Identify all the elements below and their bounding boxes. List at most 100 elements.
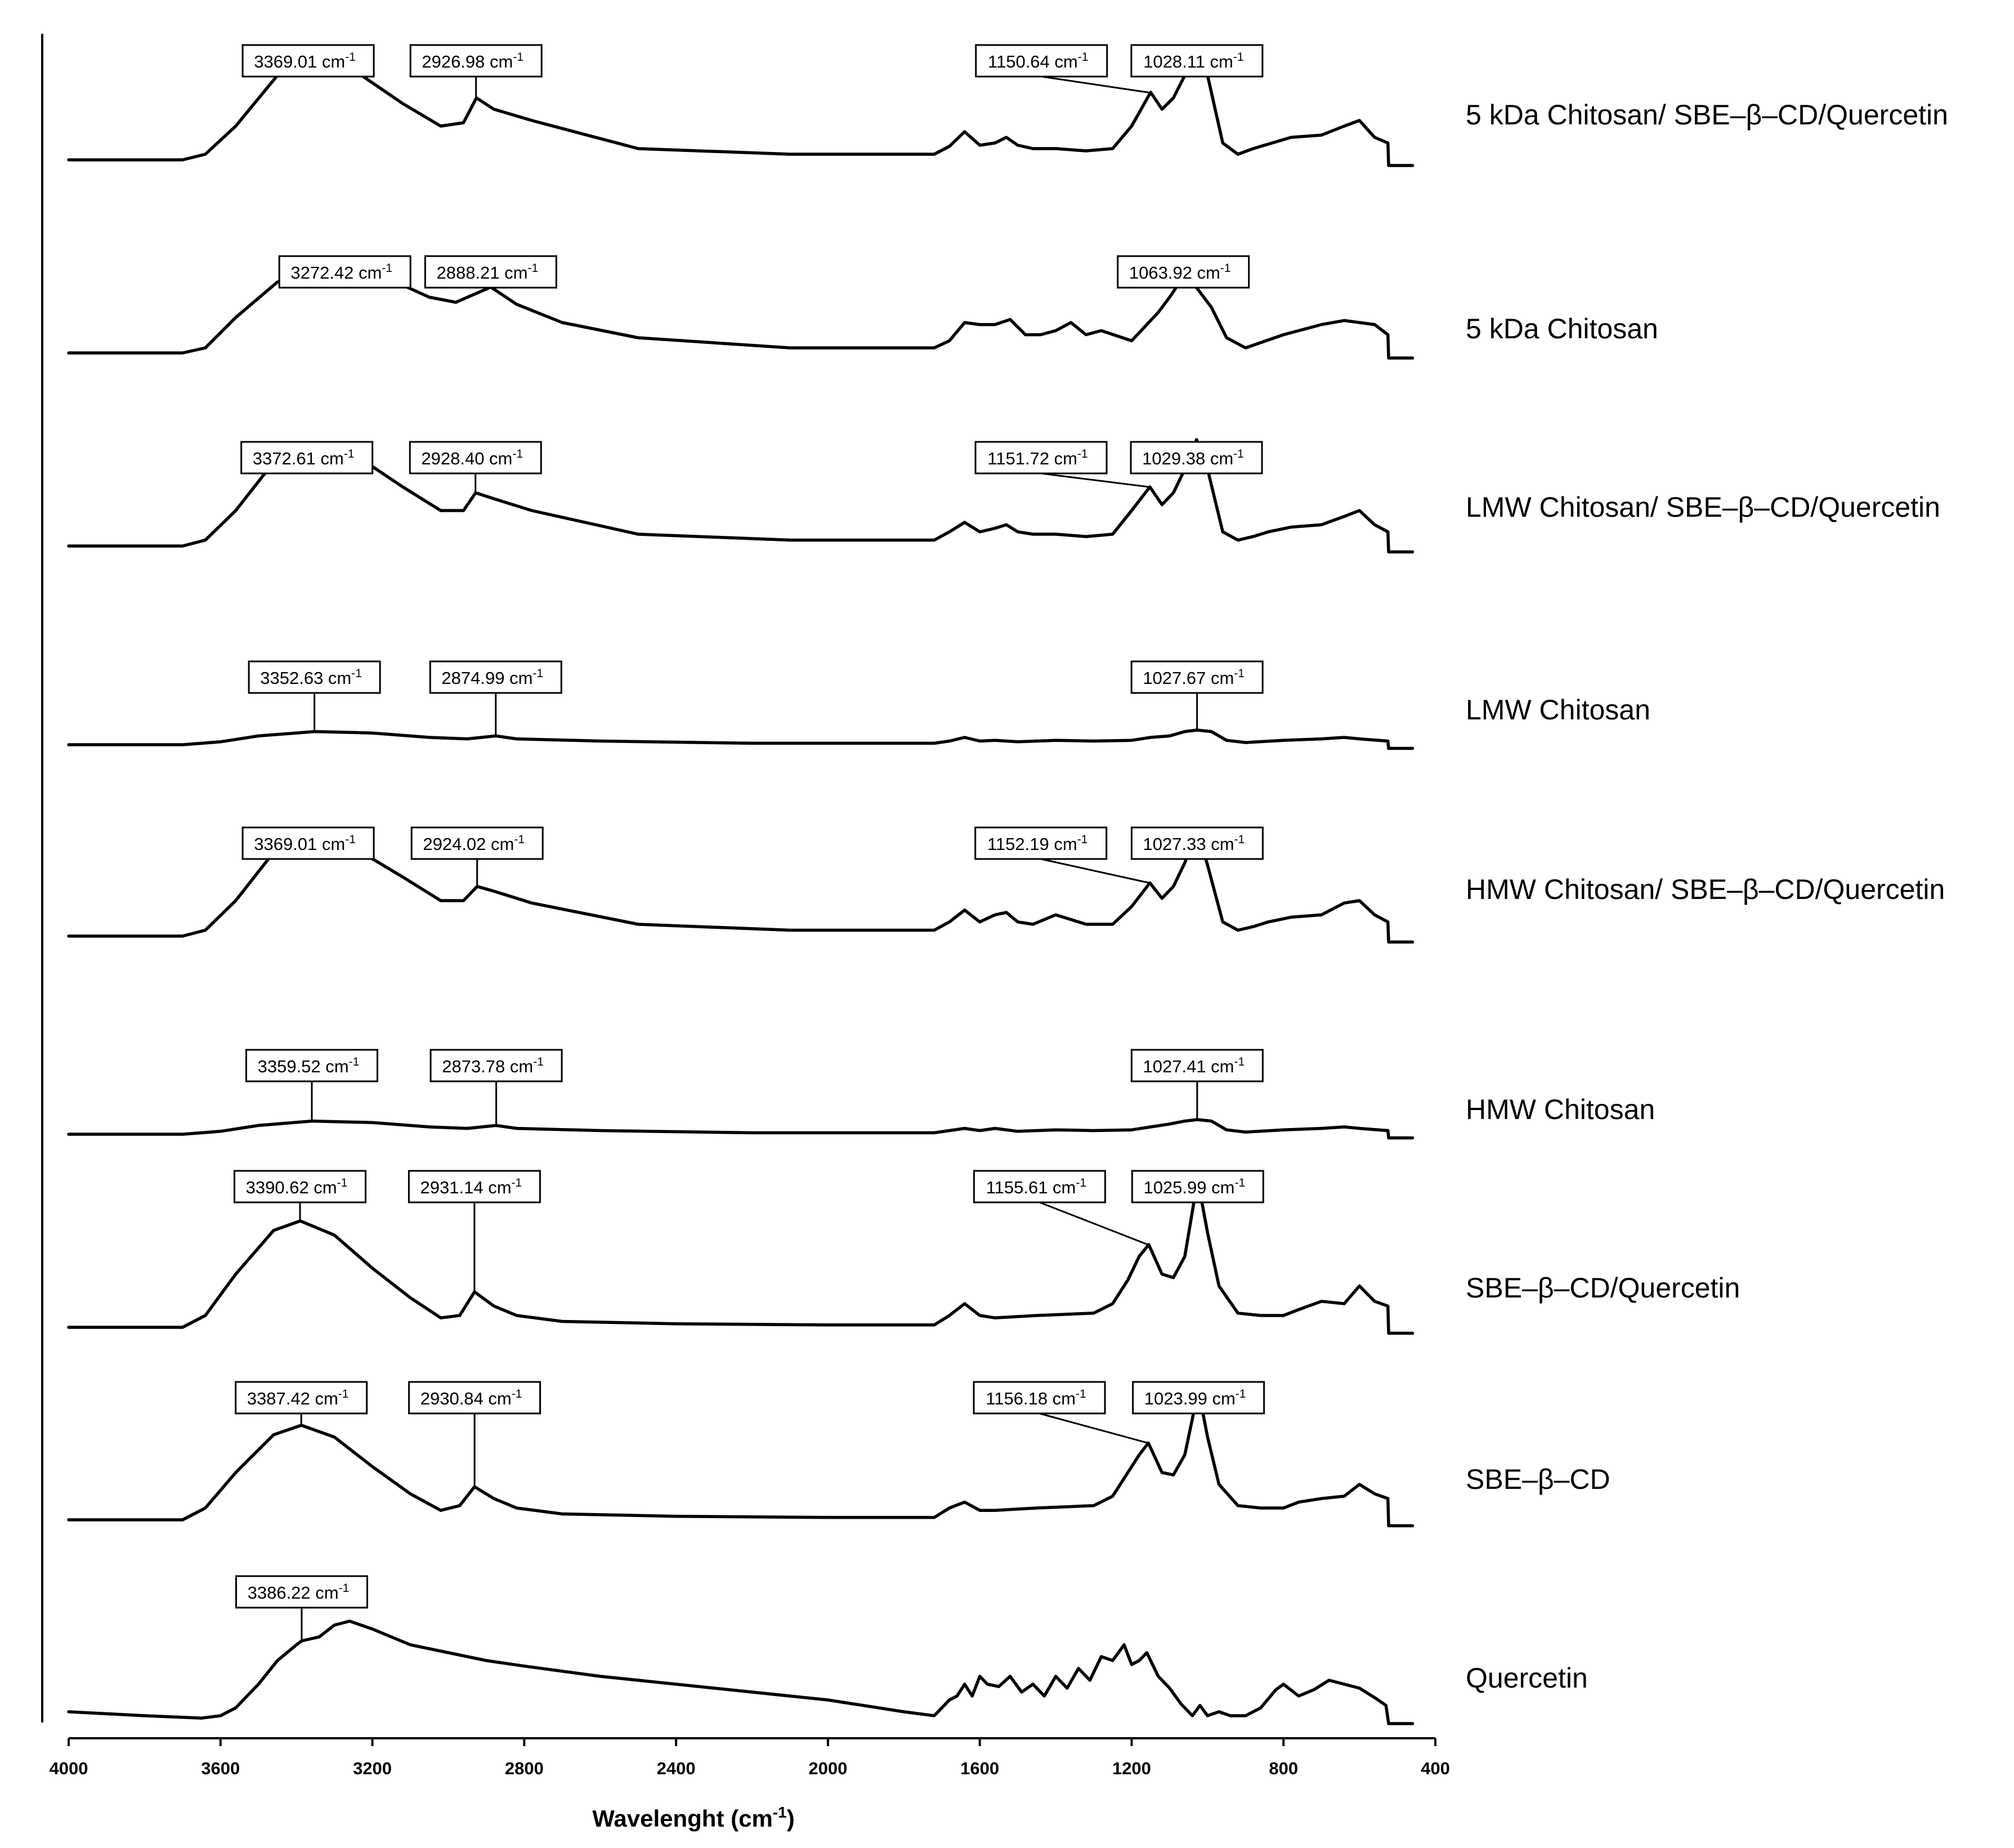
peak-label: 1028.11 cm-1 bbox=[1143, 51, 1243, 71]
spectrum-trace bbox=[67, 1118, 1415, 1140]
peak-label-box bbox=[235, 1575, 368, 1609]
peak-leader-line bbox=[1040, 858, 1151, 884]
x-tick-label: 2400 bbox=[657, 1758, 696, 1778]
peak-label-box bbox=[1130, 826, 1264, 860]
peak-label: 2888.21 cm-1 bbox=[436, 262, 538, 283]
peak-label: 1027.33 cm-1 bbox=[1143, 833, 1245, 854]
x-tick-label: 3600 bbox=[201, 1758, 240, 1778]
peak-label-box bbox=[1130, 1049, 1264, 1082]
peak-label-box bbox=[974, 826, 1108, 860]
peak-label-box bbox=[973, 1381, 1106, 1415]
series-label: 5 kDa Chitosan bbox=[1466, 313, 1658, 344]
peak-label-box bbox=[1130, 660, 1264, 694]
peak-label: 1029.38 cm-1 bbox=[1142, 448, 1244, 468]
peak-label-box bbox=[1117, 255, 1250, 289]
x-tick-label: 1600 bbox=[960, 1758, 999, 1778]
peak-label: 3369.01 cm-1 bbox=[254, 833, 356, 854]
peak-annotations: 3369.01 cm-1 2926.98 cm-1 1150.64 cm-1 1028… bbox=[233, 44, 1265, 1641]
x-axis-ticks: 4000 3600 3200 2800 2400 2000 1600 1200 800 400 bbox=[50, 1738, 1450, 1778]
peak-label: 1027.67 cm-1 bbox=[1143, 667, 1245, 688]
peak-label-box bbox=[235, 1381, 368, 1415]
peak-leader-line bbox=[1041, 75, 1151, 94]
peak-label: 3272.42 cm-1 bbox=[290, 262, 392, 283]
peak-label-box bbox=[1132, 1381, 1265, 1415]
peak-label-box bbox=[241, 826, 375, 860]
series-label: SBE–β–CD/Quercetin bbox=[1466, 1272, 1740, 1304]
series-label: SBE–β–CD bbox=[1466, 1464, 1610, 1495]
x-axis-title-sup: -1 bbox=[773, 1804, 787, 1821]
peak-label: 3387.42 cm-1 bbox=[247, 1388, 349, 1408]
peak-label-box bbox=[278, 255, 411, 289]
peak-label-box bbox=[429, 1049, 563, 1082]
peak-label: 3359.52 cm-1 bbox=[258, 1055, 360, 1076]
peak-label-box bbox=[1130, 44, 1264, 78]
spectrum-trace bbox=[67, 46, 1415, 167]
peak-label: 1027.41 cm-1 bbox=[1143, 1055, 1245, 1076]
peak-label-box bbox=[240, 441, 374, 475]
spectra-traces bbox=[67, 46, 1415, 1725]
peak-label: 1023.99 cm-1 bbox=[1144, 1388, 1246, 1408]
peak-label: 1156.18 cm-1 bbox=[986, 1388, 1086, 1408]
peak-label: 1025.99 cm-1 bbox=[1143, 1176, 1245, 1197]
peak-label-box bbox=[409, 441, 542, 475]
peak-label-box bbox=[408, 1381, 541, 1415]
peak-label: 2926.98 cm-1 bbox=[422, 51, 523, 71]
x-tick-label: 1200 bbox=[1112, 1758, 1151, 1778]
peak-label-box bbox=[975, 44, 1108, 78]
peak-label: 3372.61 cm-1 bbox=[253, 448, 355, 468]
series-labels: 5 kDa Chitosan/ SBE–β–CD/Quercetin 5 kDa … bbox=[1466, 99, 1948, 1694]
x-tick-label: 800 bbox=[1269, 1758, 1298, 1778]
peak-label-box bbox=[248, 660, 381, 694]
peak-label-box bbox=[1130, 441, 1263, 475]
peak-label: 3369.01 cm-1 bbox=[254, 51, 356, 71]
x-tick-label: 2800 bbox=[505, 1758, 544, 1778]
spectrum-trace bbox=[67, 1388, 1415, 1528]
spectrum-trace bbox=[67, 438, 1415, 554]
peak-label: 2930.84 cm-1 bbox=[420, 1388, 522, 1408]
peak-label: 3352.63 cm-1 bbox=[260, 667, 362, 688]
peak-label-box bbox=[974, 441, 1108, 475]
series-label: LMW Chitosan bbox=[1466, 694, 1650, 726]
peak-label: 3386.22 cm-1 bbox=[248, 1582, 350, 1603]
peak-label-box bbox=[241, 44, 375, 78]
peak-label-box bbox=[409, 44, 543, 78]
peak-label: 2924.02 cm-1 bbox=[423, 833, 525, 854]
x-axis-title-suffix: ) bbox=[787, 1805, 795, 1832]
peak-label: 2874.99 cm-1 bbox=[441, 667, 543, 688]
x-tick-label: 4000 bbox=[50, 1758, 88, 1778]
series-label: HMW Chitosan/ SBE–β–CD/Quercetin bbox=[1466, 874, 1945, 905]
peak-label-box bbox=[233, 1170, 366, 1203]
peak-label: 1063.92 cm-1 bbox=[1129, 262, 1231, 283]
spectrum-trace bbox=[67, 728, 1415, 750]
spectrum-trace bbox=[67, 1619, 1415, 1725]
peak-label: 1152.19 cm-1 bbox=[987, 833, 1087, 854]
series-label: LMW Chitosan/ SBE–β–CD/Quercetin bbox=[1466, 491, 1940, 523]
peak-leader-line bbox=[1039, 1201, 1149, 1246]
series-label: 5 kDa Chitosan/ SBE–β–CD/Quercetin bbox=[1466, 99, 1948, 131]
peak-label: 2873.78 cm-1 bbox=[442, 1055, 544, 1076]
peak-label: 1150.64 cm-1 bbox=[988, 51, 1088, 71]
x-axis-title-main: Wavelenght (cm bbox=[592, 1805, 773, 1832]
x-axis-title: Wavelenght (cm-1) bbox=[592, 1804, 794, 1832]
spectrum-trace bbox=[67, 265, 1415, 360]
peak-label-box bbox=[1131, 1170, 1264, 1203]
x-tick-label: 2000 bbox=[808, 1758, 847, 1778]
x-tick-label: 3200 bbox=[353, 1758, 392, 1778]
x-tick-label: 400 bbox=[1421, 1758, 1450, 1778]
peak-label-box bbox=[410, 826, 544, 860]
peak-label-box bbox=[408, 1170, 541, 1203]
spectrum-trace bbox=[67, 1178, 1415, 1335]
peak-leader-line bbox=[1041, 472, 1151, 488]
peak-label: 1155.61 cm-1 bbox=[986, 1176, 1086, 1197]
spectrum-trace bbox=[67, 828, 1415, 944]
peak-label: 3390.62 cm-1 bbox=[246, 1176, 348, 1197]
peak-label-box bbox=[429, 660, 562, 694]
peak-label-box bbox=[973, 1170, 1106, 1203]
peak-label-box bbox=[245, 1049, 378, 1082]
series-label: HMW Chitosan bbox=[1466, 1094, 1655, 1125]
peak-leader-line bbox=[1039, 1412, 1149, 1444]
peak-label: 2928.40 cm-1 bbox=[421, 448, 523, 468]
peak-label-box bbox=[424, 255, 557, 289]
peak-label: 2931.14 cm-1 bbox=[420, 1176, 522, 1197]
